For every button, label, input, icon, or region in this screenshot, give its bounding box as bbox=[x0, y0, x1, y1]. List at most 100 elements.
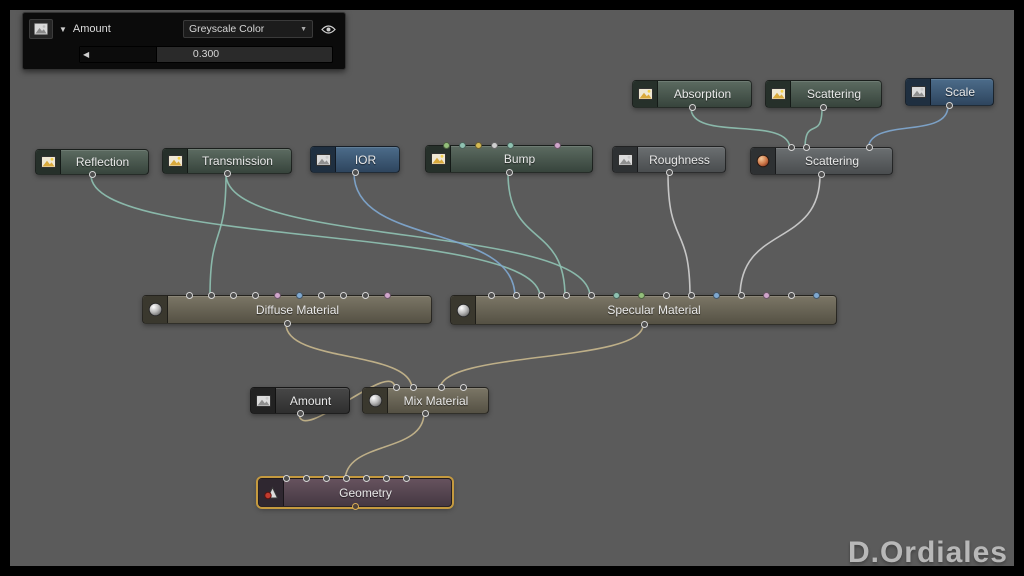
output-port[interactable] bbox=[817, 171, 825, 178]
input-port[interactable] bbox=[458, 142, 466, 149]
node-ior[interactable]: IOR bbox=[310, 146, 400, 176]
input-port[interactable] bbox=[382, 475, 390, 482]
input-port[interactable] bbox=[812, 292, 820, 299]
input-port[interactable] bbox=[787, 144, 795, 151]
output-port[interactable] bbox=[351, 169, 359, 176]
input-port[interactable] bbox=[362, 475, 370, 482]
output-port[interactable] bbox=[296, 410, 304, 417]
texture-color-icon bbox=[426, 146, 451, 172]
input-port[interactable] bbox=[409, 384, 417, 391]
wire[interactable] bbox=[739, 174, 821, 298]
amount-slider[interactable]: ◀ 0.300 bbox=[79, 46, 333, 63]
node-bump[interactable]: Bump bbox=[425, 142, 593, 176]
node-specular-material[interactable]: Specular Material bbox=[450, 292, 837, 328]
input-port[interactable] bbox=[229, 292, 237, 299]
texture-grey-icon bbox=[311, 147, 336, 172]
input-port[interactable] bbox=[383, 292, 391, 299]
input-port[interactable] bbox=[562, 292, 570, 299]
input-port[interactable] bbox=[442, 142, 450, 149]
collapse-arrow-icon[interactable]: ▼ bbox=[59, 24, 67, 34]
output-port[interactable] bbox=[88, 171, 96, 178]
input-port[interactable] bbox=[737, 292, 745, 299]
wire[interactable] bbox=[285, 323, 413, 390]
node-label: Specular Material bbox=[607, 303, 701, 317]
wire[interactable] bbox=[344, 412, 425, 482]
slider-fill bbox=[80, 47, 157, 62]
node-diffuse-material[interactable]: Diffuse Material bbox=[142, 292, 432, 327]
output-port[interactable] bbox=[223, 170, 231, 177]
output-port[interactable] bbox=[945, 102, 953, 109]
input-port[interactable] bbox=[487, 292, 495, 299]
input-port[interactable] bbox=[490, 142, 498, 149]
color-type-dropdown[interactable]: Greyscale Color ▼ bbox=[183, 20, 313, 38]
input-port[interactable] bbox=[251, 292, 259, 299]
node-geometry[interactable]: Geometry bbox=[258, 475, 452, 510]
input-port[interactable] bbox=[273, 292, 281, 299]
input-port[interactable] bbox=[437, 384, 445, 391]
input-port[interactable] bbox=[512, 292, 520, 299]
wire[interactable] bbox=[225, 173, 591, 298]
input-port[interactable] bbox=[342, 475, 350, 482]
input-port[interactable] bbox=[474, 142, 482, 149]
texture-node-icon bbox=[29, 19, 53, 39]
input-port[interactable] bbox=[185, 292, 193, 299]
output-port[interactable] bbox=[351, 503, 359, 510]
input-port[interactable] bbox=[687, 292, 695, 299]
input-port[interactable] bbox=[802, 144, 810, 151]
input-port[interactable] bbox=[506, 142, 514, 149]
node-label: Amount bbox=[289, 393, 332, 408]
input-port[interactable] bbox=[402, 475, 410, 482]
node-transmission[interactable]: Transmission bbox=[162, 148, 292, 177]
input-port[interactable] bbox=[207, 292, 215, 299]
output-port[interactable] bbox=[283, 320, 291, 327]
output-port[interactable] bbox=[665, 169, 673, 176]
wire[interactable] bbox=[690, 107, 791, 150]
node-absorption[interactable]: Absorption bbox=[632, 80, 752, 111]
parameter-panel: ▼ Amount Greyscale Color ▼ ◀ 0.300 bbox=[22, 12, 346, 70]
input-port[interactable] bbox=[712, 292, 720, 299]
node-roughness[interactable]: Roughness bbox=[612, 146, 726, 176]
wire[interactable] bbox=[353, 172, 516, 298]
node-scale[interactable]: Scale bbox=[905, 78, 994, 109]
input-port[interactable] bbox=[322, 475, 330, 482]
input-port[interactable] bbox=[587, 292, 595, 299]
node-scattering-tex[interactable]: Scattering bbox=[765, 80, 882, 111]
eye-icon[interactable] bbox=[319, 24, 337, 35]
node-scattering-medium[interactable]: Scattering bbox=[750, 144, 893, 178]
input-port[interactable] bbox=[392, 384, 400, 391]
input-port[interactable] bbox=[361, 292, 369, 299]
wire[interactable] bbox=[507, 172, 566, 298]
node-label: Scattering bbox=[804, 154, 860, 168]
output-port[interactable] bbox=[819, 104, 827, 111]
wire[interactable] bbox=[209, 173, 227, 298]
output-port[interactable] bbox=[640, 321, 648, 328]
input-port[interactable] bbox=[302, 475, 310, 482]
input-port[interactable] bbox=[282, 475, 290, 482]
slider-left-arrow-icon[interactable]: ◀ bbox=[83, 50, 90, 59]
node-reflection[interactable]: Reflection bbox=[35, 149, 149, 178]
input-port[interactable] bbox=[537, 292, 545, 299]
input-port[interactable] bbox=[787, 292, 795, 299]
input-port[interactable] bbox=[459, 384, 467, 391]
wire[interactable] bbox=[439, 324, 644, 390]
output-port[interactable] bbox=[505, 169, 513, 176]
input-port[interactable] bbox=[762, 292, 770, 299]
node-mix-material[interactable]: Mix Material bbox=[362, 384, 489, 417]
input-port[interactable] bbox=[553, 142, 561, 149]
input-port[interactable] bbox=[612, 292, 620, 299]
input-port[interactable] bbox=[339, 292, 347, 299]
node-label: IOR bbox=[354, 152, 377, 167]
input-port[interactable] bbox=[295, 292, 303, 299]
input-port[interactable] bbox=[637, 292, 645, 299]
texture-color-icon bbox=[163, 149, 188, 173]
output-port[interactable] bbox=[421, 410, 429, 417]
node-amount[interactable]: Amount bbox=[250, 387, 350, 417]
input-port[interactable] bbox=[865, 144, 873, 151]
wire[interactable] bbox=[90, 174, 541, 298]
wire[interactable] bbox=[804, 107, 823, 150]
output-port[interactable] bbox=[688, 104, 696, 111]
input-port[interactable] bbox=[317, 292, 325, 299]
wire[interactable] bbox=[667, 172, 691, 298]
input-port[interactable] bbox=[662, 292, 670, 299]
wire[interactable] bbox=[867, 105, 949, 151]
